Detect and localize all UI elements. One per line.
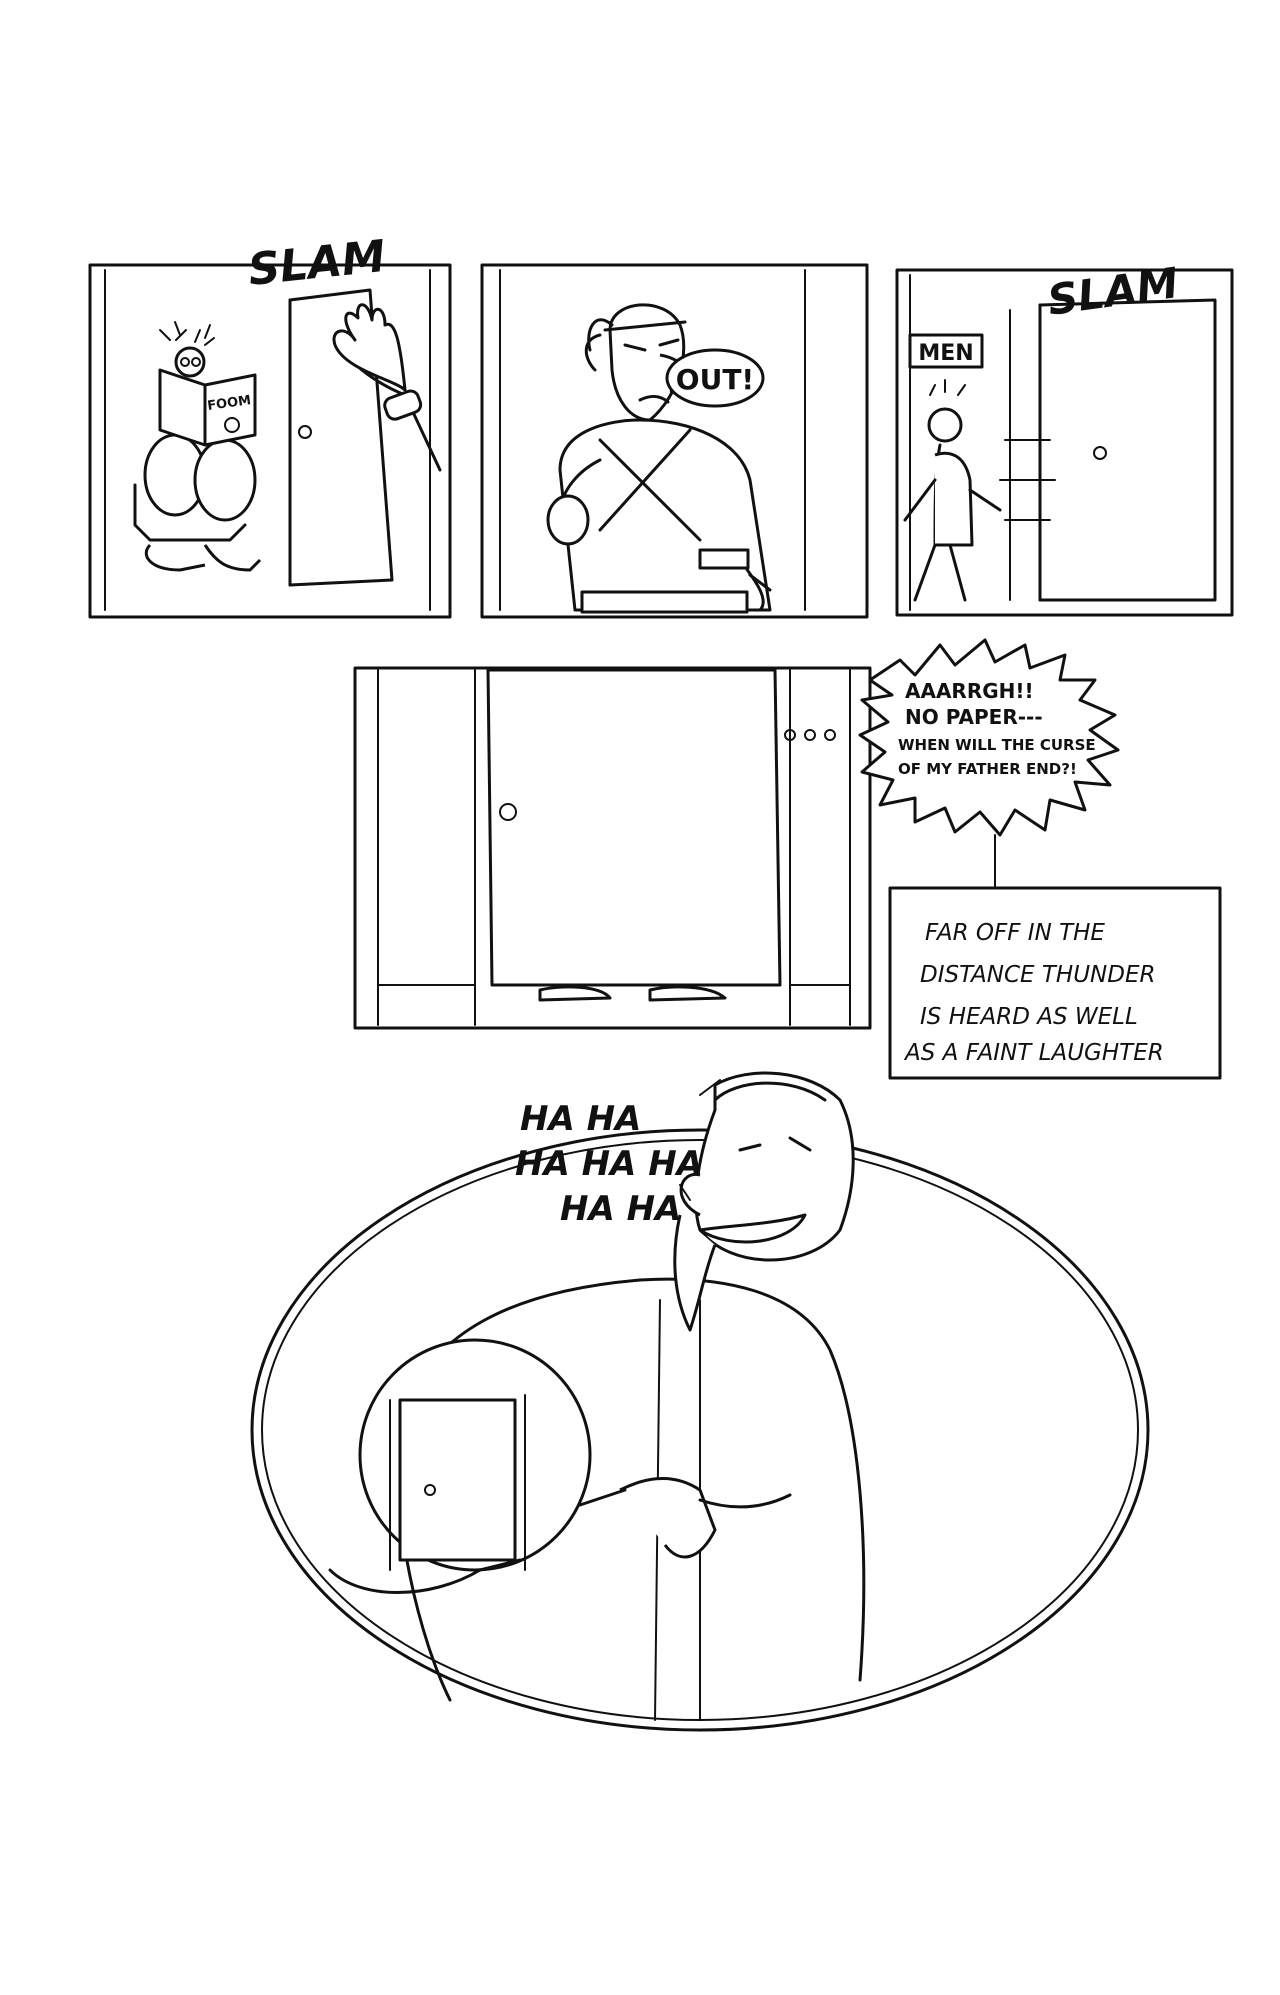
caption-box — [888, 886, 1222, 1080]
magazine — [158, 368, 207, 447]
door-knob — [298, 425, 312, 439]
grin — [698, 1213, 807, 1244]
men-sign-label: MEN — [918, 341, 973, 366]
magazine-title: FOOM — [206, 393, 252, 414]
holding-hand — [328, 1558, 522, 1594]
walking-man-head — [927, 407, 963, 443]
slam-sfx-1: SLAM — [246, 231, 388, 296]
panel-1-border — [88, 263, 452, 619]
speech-out: OUT! — [676, 363, 754, 396]
panel-2-border — [480, 263, 869, 619]
door-knob — [499, 803, 517, 821]
robed-figure — [558, 418, 772, 612]
shout-burst — [858, 638, 1120, 837]
vision-stall-door — [398, 1398, 517, 1562]
panel-3-border — [895, 268, 1234, 617]
panel-4-border — [353, 666, 872, 1030]
panel-1: FOOM SLAM — [88, 231, 452, 619]
panel-2: OUT! — [480, 263, 869, 619]
feet — [538, 985, 612, 1002]
speech-bubble — [665, 348, 765, 408]
panel-5-oval-outer — [250, 1128, 1150, 1732]
laugh-text: HA HA HA HA HA HA HA — [515, 1099, 715, 1229]
toilet — [133, 483, 247, 542]
shout-text: AAARRGH!! NO PAPER--- WHEN WILL THE CURS… — [898, 679, 1103, 778]
pointing-hand — [619, 1476, 717, 1559]
beard — [673, 1214, 717, 1332]
pointing-fist — [546, 494, 590, 546]
panel-3: MEN SLAM — [895, 258, 1234, 617]
panel-5: HA HA HA HA HA HA HA — [250, 1071, 1150, 1732]
caption-text: FAR OFF IN THE DISTANCE THUNDER IS HEARD… — [903, 920, 1164, 1066]
belt — [580, 590, 749, 614]
panel-4: AAARRGH!! NO PAPER--- WHEN WILL THE CURS… — [353, 638, 1222, 1080]
door-knob — [1093, 446, 1107, 460]
closed-stall-door — [486, 668, 782, 987]
stall-door — [1038, 298, 1217, 602]
men-sign — [908, 333, 984, 369]
slamming-hand — [332, 303, 407, 392]
